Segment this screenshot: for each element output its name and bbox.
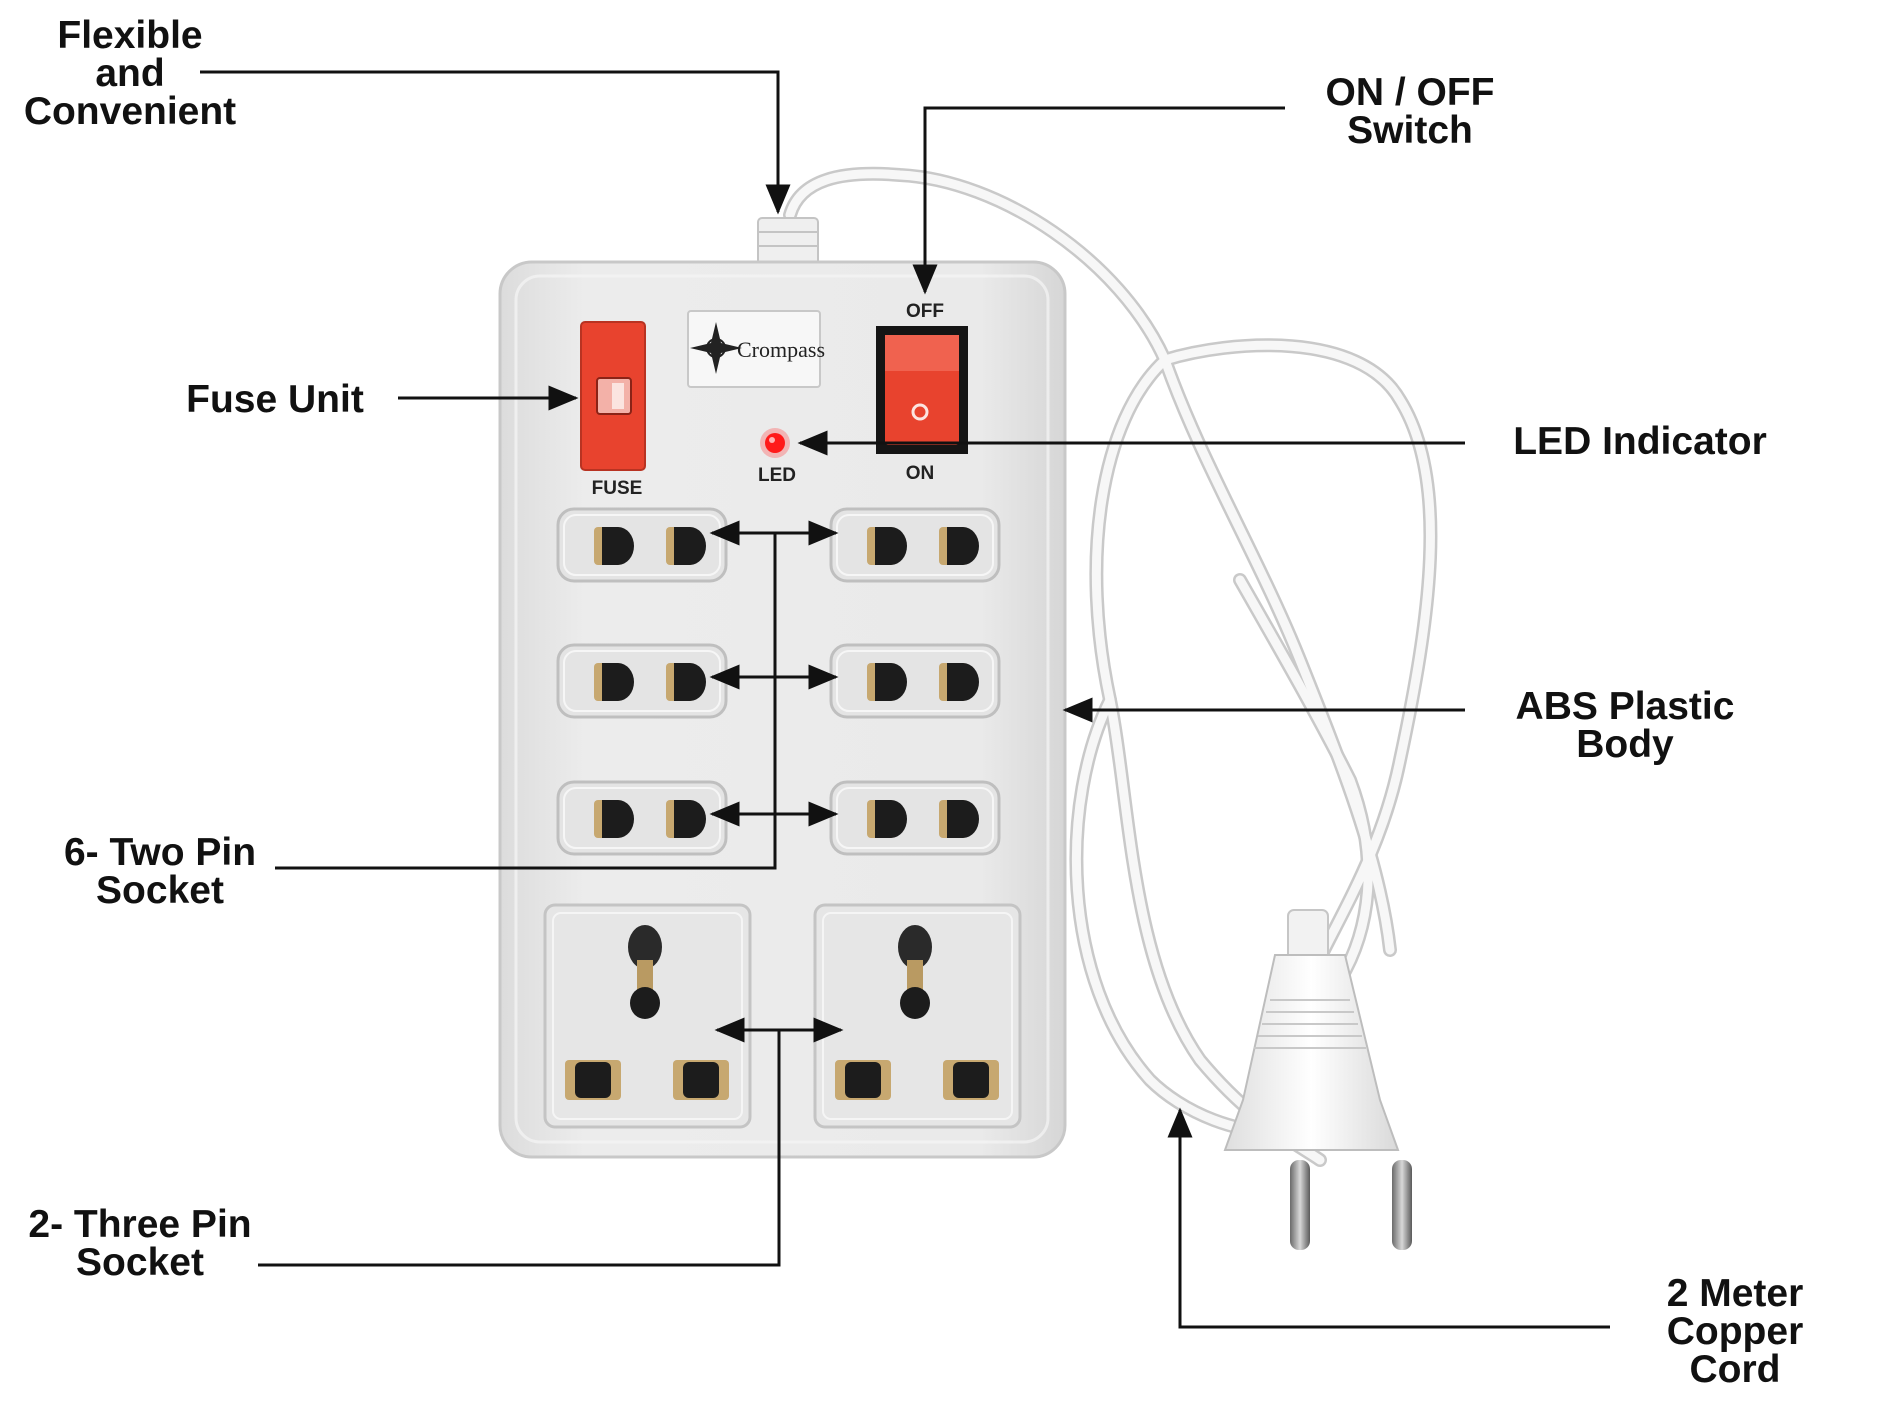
socket-pin-hole [594,800,634,838]
callout-flexible: Flexible and Convenient [0,14,260,133]
fuse-unit[interactable] [580,321,646,471]
compass-star-icon [690,322,742,374]
callout-two-pin-line-1: 6- Two Pin [63,831,257,874]
callout-cord-line-2: Copper [1666,1310,1804,1353]
socket-pin-hole [867,527,907,565]
socket-pin-hole [666,527,706,565]
switch-off-label: OFF [906,301,944,322]
callout-three-pin-line-1: 2- Three Pin [28,1203,252,1246]
socket-pin-hole [867,663,907,701]
flexible-leader [200,70,791,215]
callout-body-line-2: Body [1576,723,1674,766]
two-pin-socket[interactable] [556,507,728,583]
fuse-label: FUSE [592,478,643,499]
callout-body-line-1: ABS Plastic [1515,685,1735,728]
socket-pin-hole [943,1060,999,1100]
led-indicator [760,428,790,458]
callout-switch-line-2: Switch [1347,109,1473,152]
cord-strain-relief [757,217,819,267]
two-pin-socket[interactable] [556,643,728,719]
callout-switch: ON / OFF Switch [1290,71,1530,152]
callout-flexible-line-2: and [95,52,165,95]
callout-flexible-line-1: Flexible [57,14,203,57]
earth-pin-hole [898,925,932,1019]
callout-led-line-1: LED Indicator [1513,420,1767,463]
led-label: LED [758,465,796,486]
callout-fuse-line-1: Fuse Unit [186,378,364,421]
three-pin-leader [258,1030,781,1267]
two-pin-socket[interactable] [556,780,728,856]
socket-pin-hole [594,527,634,565]
callout-flexible-line-3: Convenient [23,90,237,133]
switch-leader [912,106,1285,295]
socket-pin-hole [673,1060,729,1100]
socket-pin-hole [594,663,634,701]
two-pin-socket[interactable] [829,780,1001,856]
switch-on-label: ON [906,463,935,484]
callout-cord-line-1: 2 Meter [1666,1272,1804,1315]
brand-name: Crompass [737,337,825,362]
two-pin-socket[interactable] [829,643,1001,719]
three-pin-socket[interactable] [813,903,1022,1129]
callout-two-pin-line-2: Socket [96,869,224,912]
socket-pin-hole [835,1060,891,1100]
two-pin-sockets [556,507,1001,856]
callout-led: LED Indicator [1490,420,1790,463]
callout-two-pin: 6- Two Pin Socket [40,831,280,912]
socket-pin-hole [939,663,979,701]
callout-cord: 2 Meter Copper Cord [1620,1272,1850,1391]
callout-cord-line-3: Cord [1689,1348,1781,1391]
socket-pin-hole [666,663,706,701]
on-off-switch[interactable] [876,326,968,454]
earth-pin-hole [628,925,662,1019]
two-pin-leader [275,533,777,870]
callout-three-pin: 2- Three Pin Socket [0,1203,280,1284]
three-pin-sockets [543,903,1022,1129]
cord-leader [1167,1107,1610,1329]
two-pin-socket[interactable] [829,507,1001,583]
callout-body: ABS Plastic Body [1490,685,1760,766]
leader-lines [200,70,1610,1329]
socket-pin-hole [565,1060,621,1100]
callout-switch-line-1: ON / OFF [1325,71,1495,114]
callout-fuse: Fuse Unit [170,378,380,421]
three-pin-socket[interactable] [543,903,752,1129]
socket-pin-hole [939,527,979,565]
power-cord [783,166,1438,1167]
socket-pin-hole [666,800,706,838]
brand-badge: Crompass [687,310,825,388]
two-pin-plug [1223,909,1412,1250]
socket-pin-hole [939,800,979,838]
socket-pin-hole [867,800,907,838]
callout-three-pin-line-2: Socket [76,1241,204,1284]
